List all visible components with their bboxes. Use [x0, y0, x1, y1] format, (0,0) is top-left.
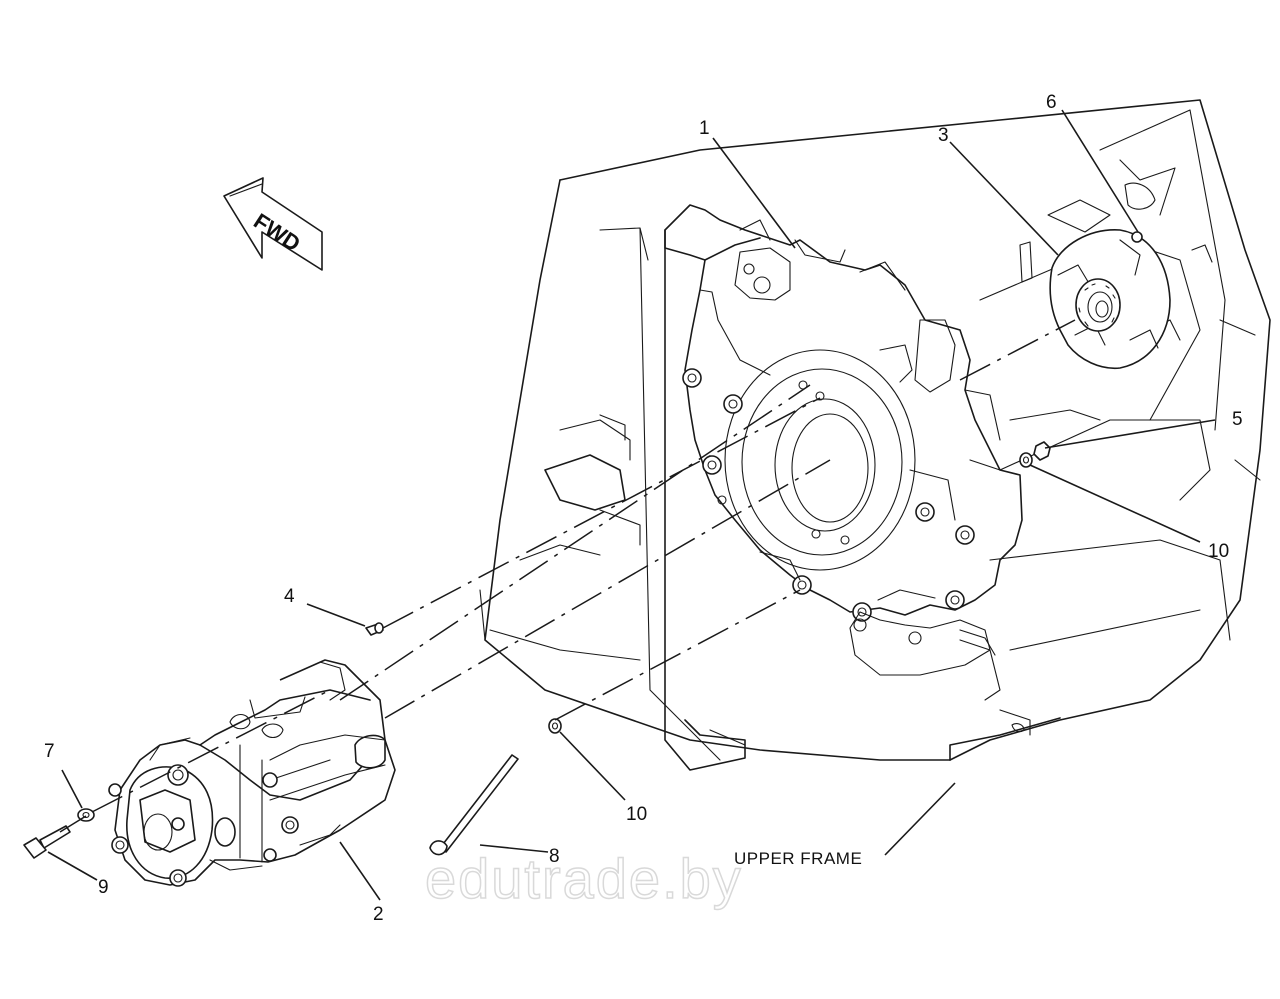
callout-numbers: 1 2 3 4 5 6 7 8 9 10 10: [44, 92, 1243, 925]
callout-4: 4: [284, 586, 295, 607]
dowel-pin: [365, 622, 384, 636]
callout-10-right: 10: [1208, 541, 1229, 562]
watermark: edutrade.by: [425, 847, 743, 910]
callout-3: 3: [938, 125, 949, 146]
washer-lower-center: [548, 718, 562, 734]
assembly-centerlines: [59, 319, 1076, 833]
callout-2: 2: [373, 904, 384, 925]
callout-10-lower: 10: [626, 804, 647, 825]
leader-lines: [47, 109, 1216, 901]
swing-drive-housing: [664, 204, 1023, 676]
callout-9: 9: [98, 877, 109, 898]
bolt-left-front: [23, 825, 71, 859]
upper-frame-label: UPPER FRAME: [734, 849, 862, 868]
hydraulic-motor: [108, 659, 396, 887]
fwd-direction-arrow: FWD: [223, 177, 323, 271]
long-bolt: [429, 754, 519, 856]
nut-right-rear: [1033, 441, 1051, 461]
callout-6: 6: [1046, 92, 1057, 113]
callout-1: 1: [699, 118, 710, 139]
callout-8: 8: [549, 846, 560, 867]
callout-5: 5: [1232, 409, 1243, 430]
mounting-pedestal: [479, 227, 746, 771]
callout-7: 7: [44, 741, 55, 762]
swing-gear-disc: [1049, 229, 1171, 370]
washer-right-rear: [1019, 452, 1033, 468]
